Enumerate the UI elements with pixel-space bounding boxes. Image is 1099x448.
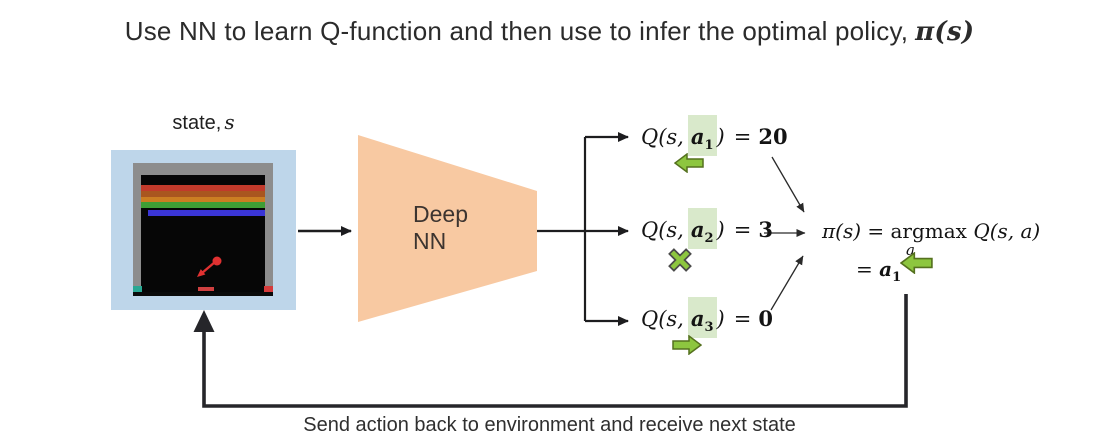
state-label-text: state, (172, 112, 222, 134)
q-value-1: Q(s,a1) =20 (641, 115, 788, 156)
game-wall-frame (133, 163, 273, 296)
policy-rhs: Q(s, a) (973, 219, 1041, 243)
arrow-left-icon (673, 152, 704, 174)
q-func: Q(s, (641, 307, 684, 331)
q-close: ) (716, 125, 725, 149)
action-sub: 1 (704, 138, 714, 153)
action-var: a (690, 124, 705, 149)
q-func: Q(s, (641, 125, 684, 149)
paddle (198, 287, 214, 291)
q-close: ) (716, 218, 725, 242)
action-sub: 2 (704, 231, 714, 246)
corner-block-red (264, 286, 273, 294)
action-highlight: a2 (687, 208, 717, 249)
select-arrow-bottom (770, 255, 804, 311)
q-value: 0 (758, 306, 773, 331)
cross-icon (666, 246, 694, 274)
policy-equation: π(s) = argmax Q(s, a) (822, 219, 1040, 243)
action-sub: 3 (704, 320, 714, 335)
result-var: a (879, 257, 893, 281)
state-label-var: s (224, 110, 235, 134)
deep-nn-line1: Deep (413, 201, 468, 227)
brick-row-orange (141, 191, 265, 197)
game-playfield (141, 175, 265, 293)
corner-block-teal (133, 286, 142, 294)
playfield-baseline (133, 292, 273, 296)
q-value: 3 (758, 217, 773, 242)
arrow-left-icon (899, 251, 933, 275)
q-close: ) (716, 307, 725, 331)
policy-equals: = (867, 219, 885, 243)
brick-row-red (141, 185, 265, 191)
result-equals: = (856, 257, 873, 281)
brick-row-blue (148, 210, 265, 216)
action-var: a (690, 217, 705, 242)
q-value: 20 (758, 124, 788, 149)
result-sub: 1 (892, 270, 902, 285)
feedback-caption: Send action back to environment and rece… (303, 414, 796, 436)
title-text: Use NN to learn Q-function and then use … (124, 16, 909, 46)
action-highlight: a3 (687, 297, 717, 338)
brick-row-green (141, 202, 265, 208)
brick-row-ochre (141, 197, 265, 202)
policy-lhs: π(s) (822, 219, 862, 243)
q-value-2: Q(s,a2) =3 (641, 208, 773, 249)
game-state-image (111, 150, 296, 310)
equals-sign: = (733, 307, 752, 331)
argmax-subscript: a (906, 241, 915, 259)
page-title: Use NN to learn Q-function and then use … (0, 16, 1099, 47)
argmax-operator: argmax (890, 219, 967, 243)
policy-result: = a1 (856, 257, 901, 284)
arrow-right-icon (672, 334, 703, 356)
feedback-loop-arrowhead (193, 310, 215, 332)
deep-nn-trapezoid (358, 135, 537, 322)
deep-nn-label: Deep NN (413, 201, 468, 255)
deep-nn-line2: NN (413, 228, 447, 254)
ball-motion-arrow (197, 256, 222, 277)
action-highlight: a1 (687, 115, 717, 156)
q-func: Q(s, (641, 218, 684, 242)
q-value-3: Q(s,a3) =0 (641, 297, 773, 338)
equals-sign: = (733, 125, 752, 149)
title-formula: π(s) (915, 17, 975, 47)
equals-sign: = (733, 218, 752, 242)
feedback-loop-line (202, 294, 908, 408)
select-arrow-top (771, 156, 805, 213)
action-var: a (690, 306, 705, 331)
state-label: state,s (111, 110, 296, 135)
